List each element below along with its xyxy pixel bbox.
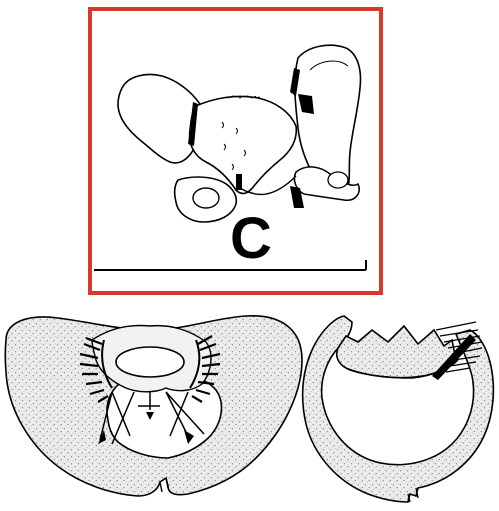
left-ramus-fracture [236, 174, 242, 190]
left-obturator-foramen [193, 188, 219, 208]
panel-label: C [230, 206, 272, 271]
right-obturator-foramen [328, 172, 348, 188]
sacral-body [116, 347, 184, 377]
pelvic-ring-left [5, 316, 302, 496]
pelvic-ring-right [303, 316, 494, 502]
panel-c: C [90, 9, 381, 293]
